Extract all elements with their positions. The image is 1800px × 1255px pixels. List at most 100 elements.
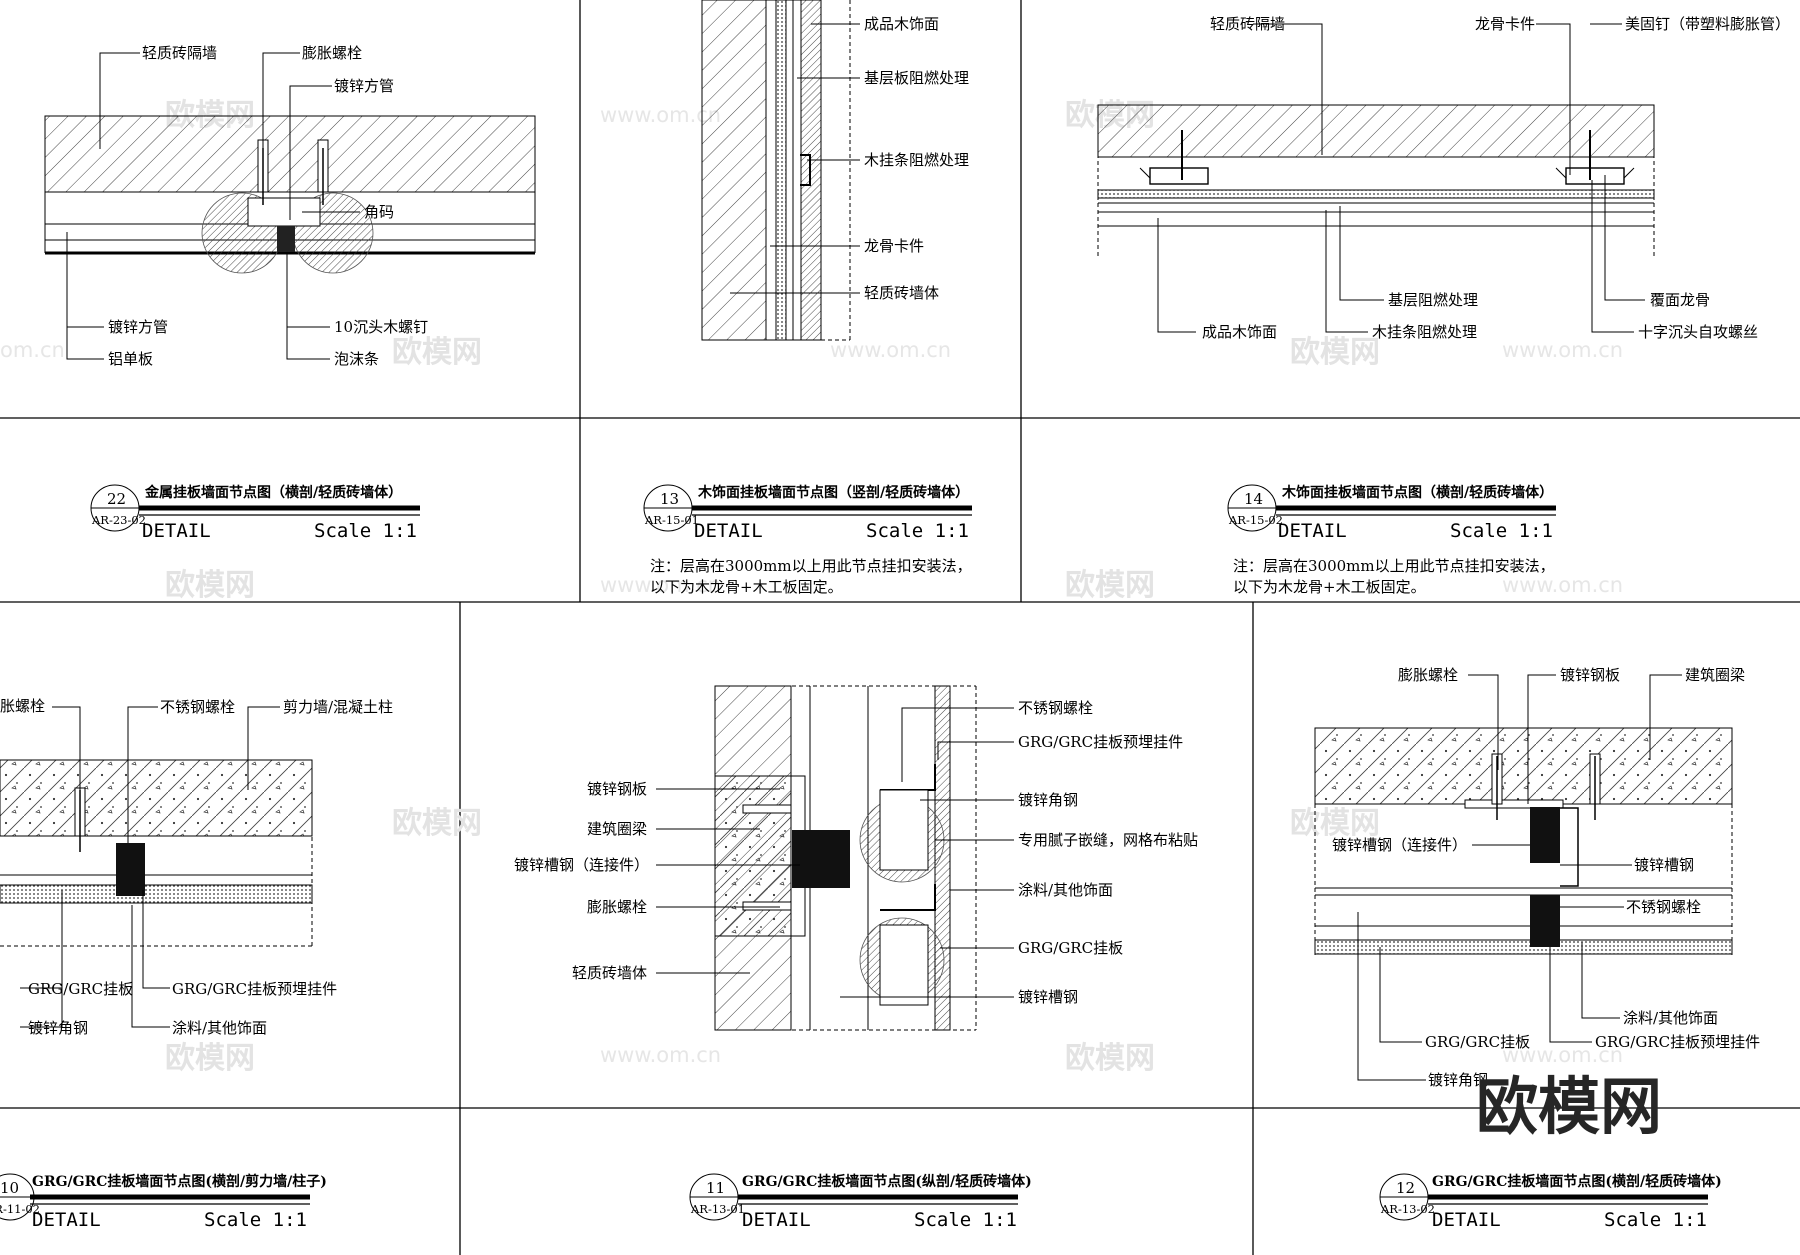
detail-code: AR-13-02 <box>1380 1202 1435 1216</box>
watermark-url: www.om.cn <box>600 103 721 127</box>
label-angle-bracket: 角码 <box>364 203 394 221</box>
detail-number: 12 <box>1396 1179 1415 1197</box>
detail-label: DETAIL <box>142 520 211 542</box>
detail-13-leaders <box>730 23 860 294</box>
watermark-brand: 欧模网 <box>392 335 482 370</box>
label-galvanized-plate: 镀锌钢板 <box>1560 666 1620 684</box>
label-foam-strip: 泡沫条 <box>334 350 379 368</box>
detail-12-drawing <box>1314 727 1733 958</box>
detail-code: AR-23-02 <box>91 513 146 527</box>
label-expansion-bolt: 胀螺栓 <box>0 697 45 715</box>
detail-label: DETAIL <box>32 1209 101 1231</box>
label-aluminum-panel: 铝单板 <box>108 350 153 368</box>
label-expansion-bolt: 膨胀螺栓 <box>302 44 362 62</box>
detail-number: 10 <box>0 1179 19 1197</box>
watermark-brand: 欧模网 <box>165 568 255 603</box>
label-plastic-anchor-nail: 美固钉（带塑料膨胀管） <box>1625 15 1790 33</box>
label-keel-clip: 龙骨卡件 <box>1475 15 1535 33</box>
label-grg-panel: GRG/GRC挂板 <box>1018 939 1123 957</box>
detail-number: 22 <box>107 490 126 508</box>
label-coating-finish: 涂料/其他饰面 <box>1623 1009 1718 1027</box>
label-expansion-bolt: 膨胀螺栓 <box>1398 666 1458 684</box>
note-line: 注：层高在3000mm以上用此节点挂扣安装法， <box>650 557 972 575</box>
label-self-tapping-screw: 十字沉头自攻螺丝 <box>1638 323 1758 341</box>
detail-12-labels: 膨胀螺栓 镀锌钢板 建筑圈梁 镀锌槽钢（连接件） 镀锌槽钢 不锈钢螺栓 涂料/其… <box>1332 666 1760 1089</box>
detail-11-drawing <box>714 685 977 1031</box>
detail-13-labels: 成品木饰面 基层板阻燃处理 木挂条阻燃处理 龙骨卡件 轻质砖墙体 <box>864 15 969 302</box>
label-base-board-fireproof: 基层板阻燃处理 <box>864 69 969 87</box>
detail-14-title-block: 14 AR-15-02 木饰面挂板墙面节点图（横剖/轻质砖墙体） DETAIL … <box>1227 484 1556 596</box>
watermark-brand: 欧模网 <box>1065 1041 1155 1076</box>
detail-code: AR-11-02 <box>0 1202 40 1216</box>
watermark-url: www.om.cn <box>1502 573 1623 597</box>
watermark-url: www.om.cn <box>600 1043 721 1067</box>
watermark-brand: 欧模网 <box>392 806 482 841</box>
label-cover-keel: 覆面龙骨 <box>1650 291 1710 309</box>
detail-14-leaders <box>1157 23 1645 333</box>
label-grg-embedded-hanger: GRG/GRC挂板预埋挂件 <box>1595 1033 1760 1051</box>
scale-label: Scale 1:1 <box>1450 520 1553 542</box>
label-lightweight-brick-wall: 轻质砖墙体 <box>572 964 647 982</box>
watermarks: 欧模网 欧模网 欧模网 欧模网 欧模网 欧模网 欧模网 欧模网 欧模网 欧模网 … <box>0 98 1623 1076</box>
detail-13-drawing <box>701 0 851 341</box>
detail-22-drawing <box>44 115 536 274</box>
detail-code: AR-13-01 <box>690 1202 745 1216</box>
detail-22-title-block: 22 AR-23-02 金属挂板墙面节点图（横剖/轻质砖墙体） DETAIL S… <box>90 484 420 542</box>
watermark-url: www.om.cn <box>1502 1043 1623 1067</box>
scale-label: Scale 1:1 <box>314 520 417 542</box>
detail-13-title-block: 13 AR-15-01 木饰面挂板墙面节点图（竖剖/轻质砖墙体） DETAIL … <box>643 484 972 596</box>
label-finished-wood-veneer: 成品木饰面 <box>864 15 939 33</box>
label-coating-finish: 涂料/其他饰面 <box>172 1019 267 1037</box>
detail-10-title-block: 10 AR-11-02 GRG/GRC挂板墙面节点图(横剖/剪力墙/柱子) DE… <box>0 1173 327 1231</box>
label-keel-clip: 龙骨卡件 <box>864 237 924 255</box>
note-line: 以下为木龙骨+木工板固定。 <box>1233 578 1426 596</box>
scale-label: Scale 1:1 <box>204 1209 307 1231</box>
label-wood-strip-fireproof: 木挂条阻燃处理 <box>864 151 969 169</box>
label-galvanized-plate: 镀锌钢板 <box>587 780 647 798</box>
label-galvanized-angle: 镀锌角钢 <box>28 1019 88 1037</box>
watermark-brand: 欧模网 <box>1290 335 1380 370</box>
detail-label: DETAIL <box>1278 520 1347 542</box>
watermark-brand: 欧模网 <box>1290 806 1380 841</box>
watermark-brand: 欧模网 <box>1065 568 1155 603</box>
label-wood-screw: 10沉头木螺钉 <box>334 318 428 336</box>
detail-14-labels: 轻质砖隔墙 龙骨卡件 美固钉（带塑料膨胀管） 基层阻燃处理 覆面龙骨 成品木饰面… <box>1202 15 1790 341</box>
label-wood-strip-fireproof: 木挂条阻燃处理 <box>1372 323 1477 341</box>
label-galvanized-channel: 镀锌槽钢 <box>1018 988 1078 1006</box>
detail-10-leaders <box>20 706 280 1028</box>
note-line: 注：层高在3000mm以上用此节点挂扣安装法， <box>1233 557 1555 575</box>
label-lightweight-brick-wall: 轻质砖墙体 <box>864 284 939 302</box>
detail-10-labels: 胀螺栓 不锈钢螺栓 剪力墙/混凝土柱 GRG/GRC挂板 GRG/GRC挂板预埋… <box>0 697 393 1037</box>
scale-label: Scale 1:1 <box>914 1209 1017 1231</box>
detail-11-labels: 不锈钢螺栓 GRG/GRC挂板预埋挂件 镀锌钢板 镀锌角钢 建筑圈梁 专用腻子嵌… <box>514 699 1198 1006</box>
watermark-url-fragment: om.cn <box>0 338 65 362</box>
label-grg-embedded-hanger: GRG/GRC挂板预埋挂件 <box>172 980 337 998</box>
label-base-fireproof: 基层阻燃处理 <box>1388 291 1478 309</box>
detail-title: GRG/GRC挂板墙面节点图(横剖/剪力墙/柱子) <box>32 1173 327 1190</box>
watermark-url: www.om.cn <box>830 338 951 362</box>
note-line: 以下为木龙骨+木工板固定。 <box>650 578 843 596</box>
label-stainless-bolt: 不锈钢螺栓 <box>1626 898 1701 916</box>
detail-code: AR-15-01 <box>644 513 699 527</box>
watermark-brand: 欧模网 <box>165 1041 255 1076</box>
label-grg-panel: GRG/GRC挂板 <box>28 980 133 998</box>
label-channel-connector: 镀锌槽钢（连接件） <box>514 856 649 874</box>
label-lightweight-brick-wall: 轻质砖隔墙 <box>1210 15 1285 33</box>
label-putty-seam: 专用腻子嵌缝，网格布粘贴 <box>1018 831 1198 849</box>
label-galvanized-square-tube: 镀锌方管 <box>108 318 168 336</box>
detail-title: GRG/GRC挂板墙面节点图(纵剖/轻质砖墙体) <box>742 1173 1032 1190</box>
detail-code: AR-15-02 <box>1228 513 1283 527</box>
detail-22-leaders <box>66 52 360 360</box>
detail-label: DETAIL <box>742 1209 811 1231</box>
label-shear-wall: 剪力墙/混凝土柱 <box>283 698 393 716</box>
detail-10-drawing <box>0 759 313 947</box>
label-galvanized-square-tube: 镀锌方管 <box>334 77 394 95</box>
detail-number: 13 <box>660 490 679 508</box>
detail-title: GRG/GRC挂板墙面节点图(横剖/轻质砖墙体) <box>1432 1173 1722 1190</box>
detail-14-drawing <box>1097 104 1655 258</box>
detail-12-leaders <box>1357 674 1682 1081</box>
detail-22-labels: 轻质砖隔墙 膨胀螺栓 镀锌方管 角码 镀锌方管 铝单板 10沉头木螺钉 泡沫条 <box>108 44 428 368</box>
label-grg-panel: GRG/GRC挂板 <box>1425 1033 1530 1051</box>
